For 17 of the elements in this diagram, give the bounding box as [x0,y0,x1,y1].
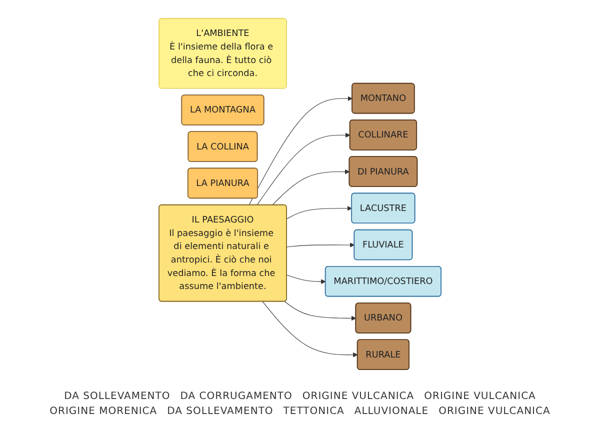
picture-caption: ORIGINE VULCANICA [438,406,550,417]
picture-caption: ORIGINE VULCANICA [424,391,536,402]
arrow [272,168,350,205]
picture-caption: DA SOLLEVAMENTO [64,391,170,402]
arrow [256,132,350,205]
picture-caption: DA CORRUGAMENTO [180,391,292,402]
arrow [286,205,352,219]
picture-caption: TETTONICA [283,406,344,417]
arrow [284,300,356,320]
arrow [248,96,353,205]
arrow [286,242,355,247]
picture-caption: DA SOLLEVAMENTO [167,406,274,417]
picture-caption: ORIGINE VULCANICA [302,391,414,402]
picture-caption: ALLUVIONALE [354,406,429,417]
arrow [286,274,326,284]
picture-caption: ORIGINE MORENICA [50,406,158,417]
arrow [262,300,358,357]
